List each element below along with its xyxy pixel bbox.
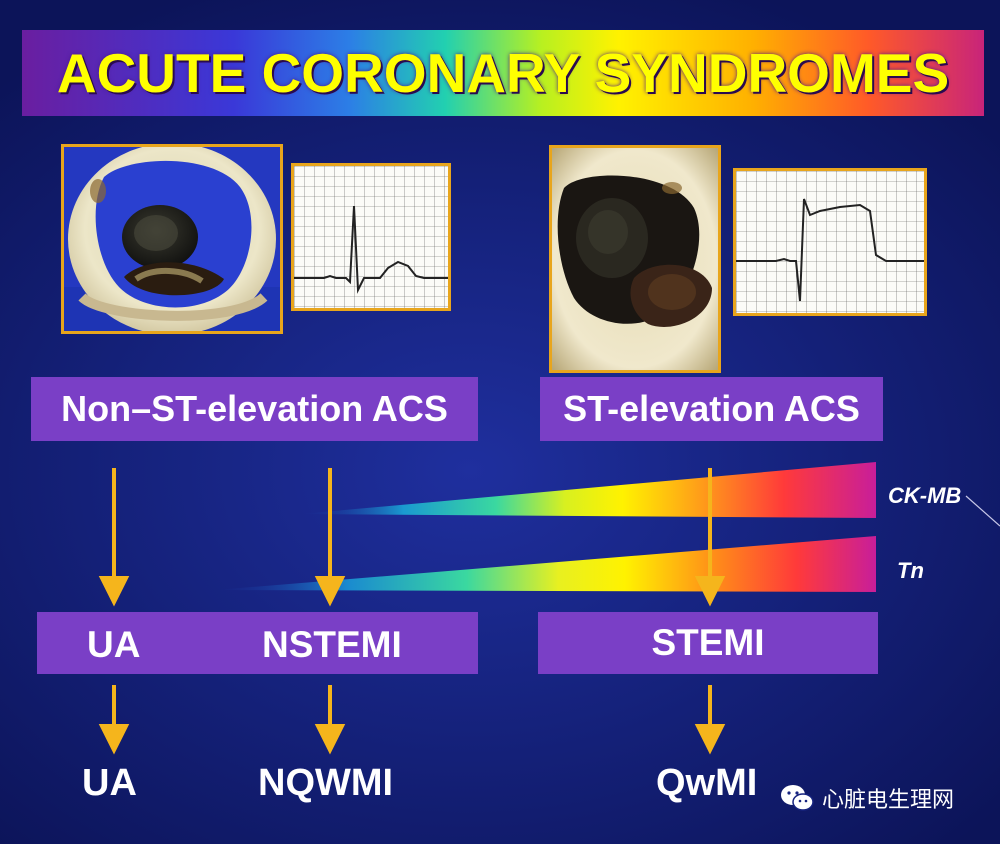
nste-ecg-strip xyxy=(291,163,451,311)
stemi-diagnosis: STEMI xyxy=(651,622,765,663)
ste-thrombus-photo xyxy=(549,145,721,373)
ste-acs-text: ST-elevation ACS xyxy=(563,388,860,429)
ckmb-wedge xyxy=(300,462,876,518)
nste-thrombus-photo xyxy=(61,144,283,334)
nstemi-diagnosis: NSTEMI xyxy=(262,624,402,665)
nste-diagnosis-box: UA NSTEMI xyxy=(37,612,478,674)
nste-ecg-trace xyxy=(294,166,448,308)
qwmi-outcome: QwMI xyxy=(656,762,758,804)
ste-ecg-strip xyxy=(733,168,927,316)
slide-title: ACUTE CORONARY SYNDROMES xyxy=(56,42,950,104)
nqwmi-outcome: NQWMI xyxy=(258,762,394,804)
nste-acs-text: Non–ST-elevation ACS xyxy=(61,388,448,429)
ua-diagnosis: UA xyxy=(87,624,141,665)
wechat-icon xyxy=(781,785,814,811)
ckmb-label: CK-MB xyxy=(888,483,962,508)
watermark: 心脏电生理网 xyxy=(780,782,954,814)
stemi-diagnosis-box: STEMI xyxy=(538,612,878,674)
title-banner: ACUTE CORONARY SYNDROMES xyxy=(22,30,984,116)
ste-acs-label: ST-elevation ACS xyxy=(540,377,883,441)
nste-acs-label: Non–ST-elevation ACS xyxy=(31,377,478,441)
ste-ecg-trace xyxy=(736,171,924,313)
watermark-text: 心脏电生理网 xyxy=(822,787,955,812)
nste-thrombus-image xyxy=(64,147,280,331)
ckmb-leader-line xyxy=(965,495,1000,527)
tn-label: Tn xyxy=(897,558,924,583)
ua-outcome: UA xyxy=(82,762,137,804)
ste-thrombus-image xyxy=(552,148,718,370)
